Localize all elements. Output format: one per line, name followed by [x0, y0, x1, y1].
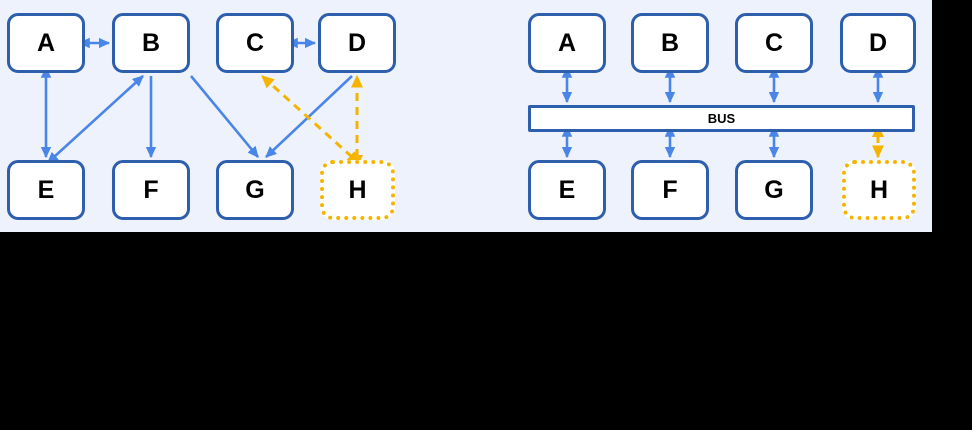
node-b[interactable]: B — [112, 13, 190, 73]
edge-E-B — [47, 75, 144, 164]
node-a[interactable]: A — [528, 13, 606, 73]
node-a[interactable]: A — [7, 13, 85, 73]
edge-H-C — [260, 74, 361, 165]
node-e[interactable]: E — [7, 160, 85, 220]
node-h[interactable]: H — [320, 160, 395, 220]
node-e[interactable]: E — [528, 160, 606, 220]
node-d[interactable]: D — [318, 13, 396, 73]
node-f[interactable]: F — [631, 160, 709, 220]
edge-D-G — [265, 75, 353, 158]
node-h[interactable]: H — [842, 160, 916, 220]
node-g[interactable]: G — [735, 160, 813, 220]
node-g[interactable]: G — [216, 160, 294, 220]
edge-B-G — [189, 75, 260, 158]
node-f[interactable]: F — [112, 160, 190, 220]
bus-bar: BUS — [528, 105, 915, 132]
node-c[interactable]: C — [216, 13, 294, 73]
node-d[interactable]: D — [840, 13, 916, 73]
node-c[interactable]: C — [735, 13, 813, 73]
node-b[interactable]: B — [631, 13, 709, 73]
